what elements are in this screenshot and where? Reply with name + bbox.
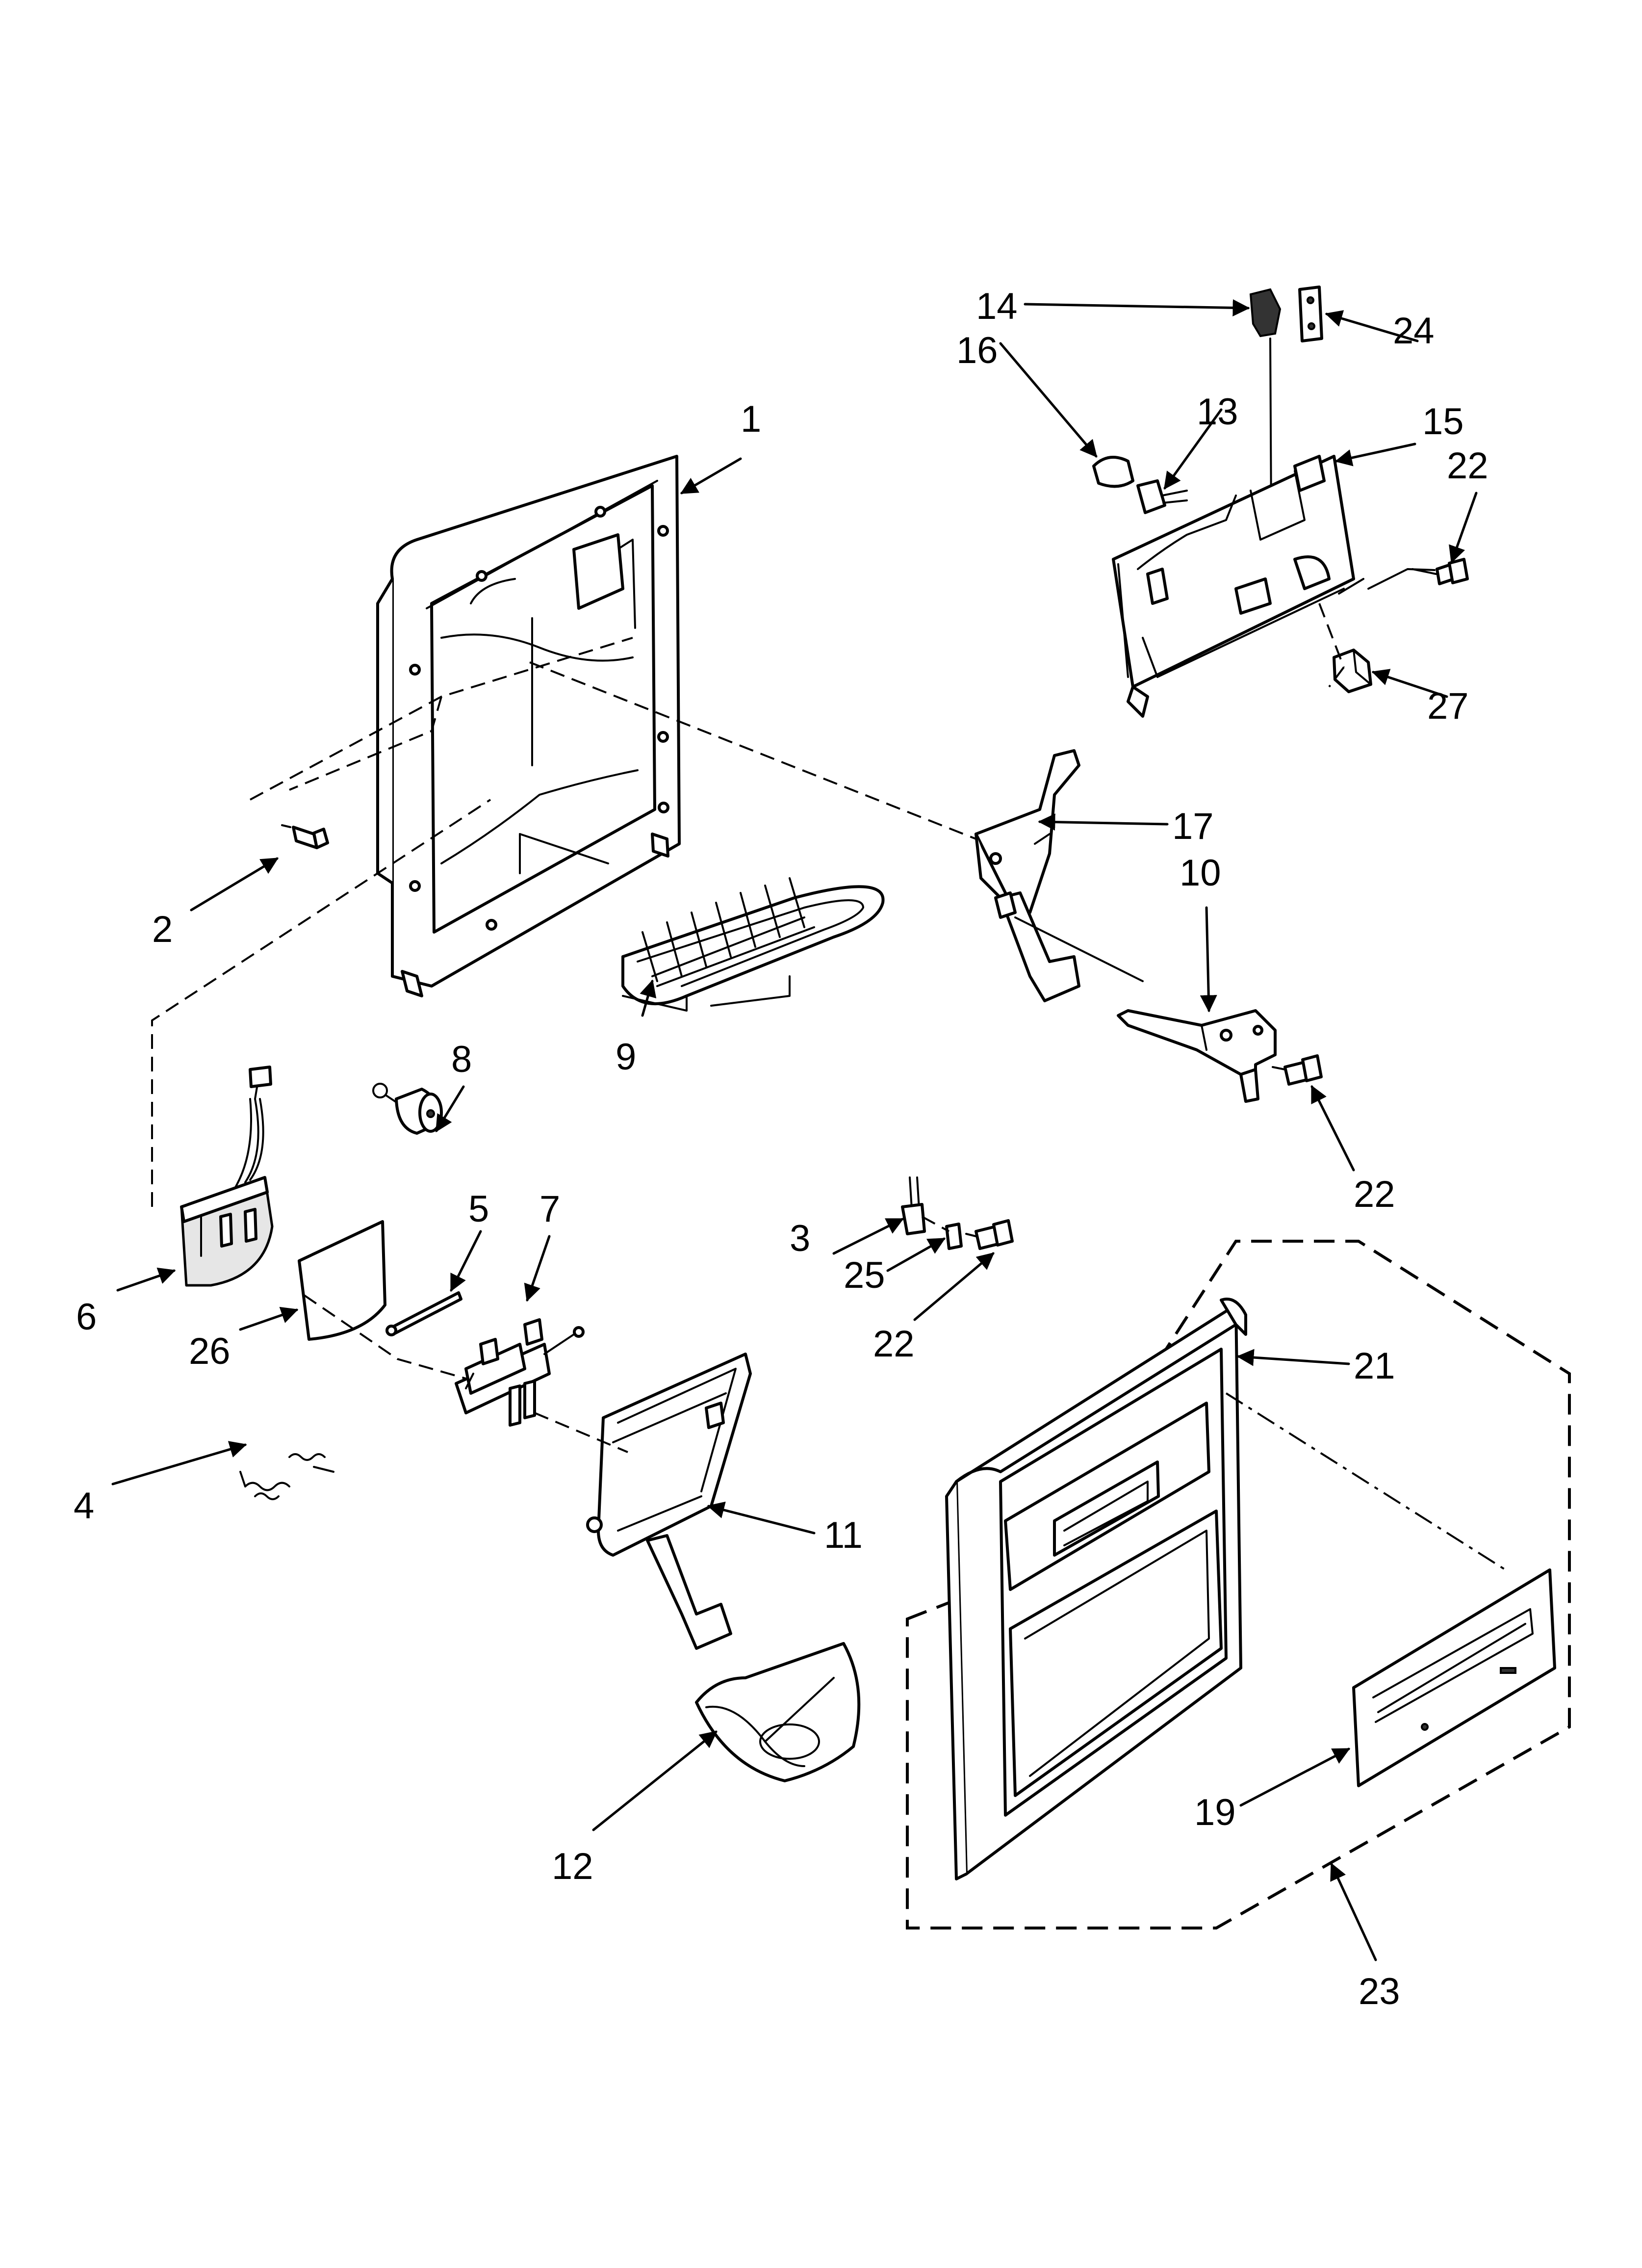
callout-13: 13: [1197, 391, 1238, 433]
callout-2: 2: [152, 909, 173, 950]
callout-10: 10: [1180, 852, 1221, 894]
callout-numbers: 1 2 9 8 6 5 7 26 4 11 12 14 16 13 24 15 …: [74, 286, 1488, 2012]
callout-27: 27: [1427, 685, 1469, 727]
part-1-dispenser-housing: [376, 455, 681, 997]
part-7-hinge-bracket: [455, 1318, 585, 1427]
part-21-front-panel: [945, 1298, 1247, 1880]
part-27-clip: [1333, 649, 1372, 693]
callout-25: 25: [844, 1254, 885, 1296]
callout-9: 9: [616, 1036, 636, 1078]
callout-26: 26: [189, 1330, 231, 1372]
callout-24: 24: [1393, 310, 1435, 352]
assembly-lines: [151, 603, 1507, 1571]
part-3-spring-clip: [901, 1176, 926, 1235]
part-25-shim: [945, 1223, 963, 1250]
part-19-control-panel: [1352, 1568, 1556, 1787]
callout-23: 23: [1359, 1971, 1400, 2012]
callout-16: 16: [956, 330, 998, 371]
part-5-pin: [385, 1291, 462, 1336]
callout-8: 8: [451, 1039, 472, 1080]
callout-15: 15: [1422, 401, 1464, 443]
callout-11: 11: [824, 1514, 863, 1556]
callout-3: 3: [790, 1218, 810, 1259]
part-26-pad: [298, 1220, 386, 1341]
part-8-solenoid: [372, 1083, 443, 1135]
part-16-lamp: [1092, 456, 1134, 488]
callout-19: 19: [1194, 1792, 1236, 1833]
callout-6: 6: [76, 1296, 97, 1338]
callout-22-lower: 22: [873, 1323, 915, 1365]
part-9-drip-tray: [621, 877, 885, 1012]
leader-lines: [111, 299, 1478, 1961]
callout-12: 12: [552, 1846, 593, 1887]
part-22-screw-lower: [965, 1219, 1014, 1250]
part-13-socket: [1136, 479, 1188, 514]
part-15-light-housing: [1112, 455, 1364, 718]
part-22-screw-top: [1367, 558, 1469, 590]
part-11-chute-lever: [586, 1353, 752, 1650]
callout-21: 21: [1354, 1345, 1395, 1387]
callout-22-top: 22: [1447, 445, 1488, 487]
part-17-water-actuator: [975, 749, 1144, 1002]
callout-22-middle: 22: [1354, 1173, 1395, 1215]
part-24-insulator: [1298, 286, 1323, 342]
part-12-funnel: [695, 1642, 861, 1782]
part-6-control-box: [180, 1066, 274, 1287]
callout-7: 7: [539, 1188, 560, 1230]
callout-4: 4: [74, 1485, 94, 1527]
callout-17: 17: [1172, 806, 1214, 847]
callout-1: 1: [741, 398, 761, 440]
callout-14: 14: [976, 286, 1018, 327]
part-2-screw: [281, 824, 329, 849]
part-10-valve-lever: [1117, 1009, 1277, 1103]
callout-5: 5: [468, 1188, 489, 1230]
part-22-screw-middle: [1272, 1054, 1323, 1086]
part-4-springs: [239, 1453, 334, 1500]
